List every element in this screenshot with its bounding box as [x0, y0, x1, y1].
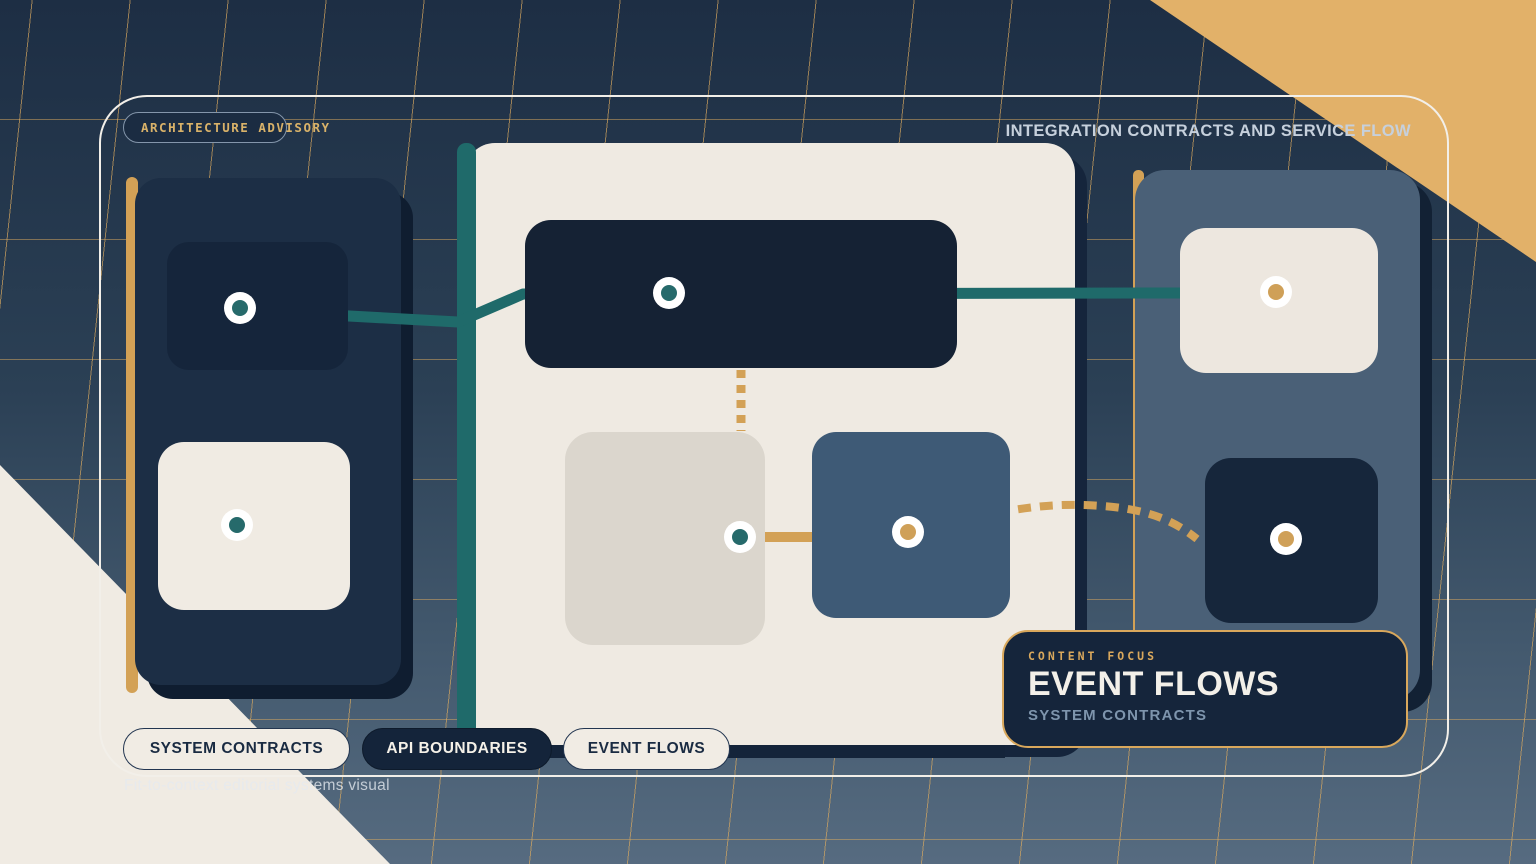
- gold-node-dot: [1268, 284, 1284, 300]
- focus-card-kicker: CONTENT FOCUS: [1028, 649, 1158, 663]
- teal-node-dot: [732, 529, 748, 545]
- right-bottom-node: [1270, 523, 1302, 555]
- central-service-module: [525, 220, 957, 368]
- right-top-node: [1260, 276, 1292, 308]
- left-top-module: [167, 242, 348, 370]
- outer-frame-border: [99, 95, 1449, 777]
- tab-system-contracts[interactable]: SYSTEM CONTRACTS: [123, 728, 350, 770]
- gold-node-dot: [900, 524, 916, 540]
- teal-node-dot: [661, 285, 677, 301]
- left-top-node: [224, 292, 256, 324]
- tab-api-boundaries[interactable]: API BOUNDARIES: [362, 728, 552, 770]
- central-service-node: [653, 277, 685, 309]
- focus-card-title: EVENT FLOWS: [1028, 665, 1280, 703]
- gray-module-node: [724, 521, 756, 553]
- focus-card-subtitle: SYSTEM CONTRACTS: [1028, 707, 1208, 724]
- architecture-advisory-badge: ARCHITECTURE ADVISORY: [123, 112, 329, 143]
- gold-node-dot: [1278, 531, 1294, 547]
- teal-node-dot: [232, 300, 248, 316]
- teal-divider-bar: [457, 143, 476, 737]
- badge-label: ARCHITECTURE ADVISORY: [141, 120, 331, 135]
- page-title: INTEGRATION CONTRACTS AND SERVICE FLOW: [1005, 122, 1411, 140]
- tab-event-flows[interactable]: EVENT FLOWS: [563, 728, 730, 770]
- content-focus-card: CONTENT FOCUS EVENT FLOWS SYSTEM CONTRAC…: [1002, 630, 1408, 748]
- teal-node-dot: [229, 517, 245, 533]
- left-bottom-module: [158, 442, 350, 610]
- left-bottom-node: [221, 509, 253, 541]
- footer-caption: Fit-to-context editorial systems visual: [124, 777, 390, 794]
- blue-module-node: [892, 516, 924, 548]
